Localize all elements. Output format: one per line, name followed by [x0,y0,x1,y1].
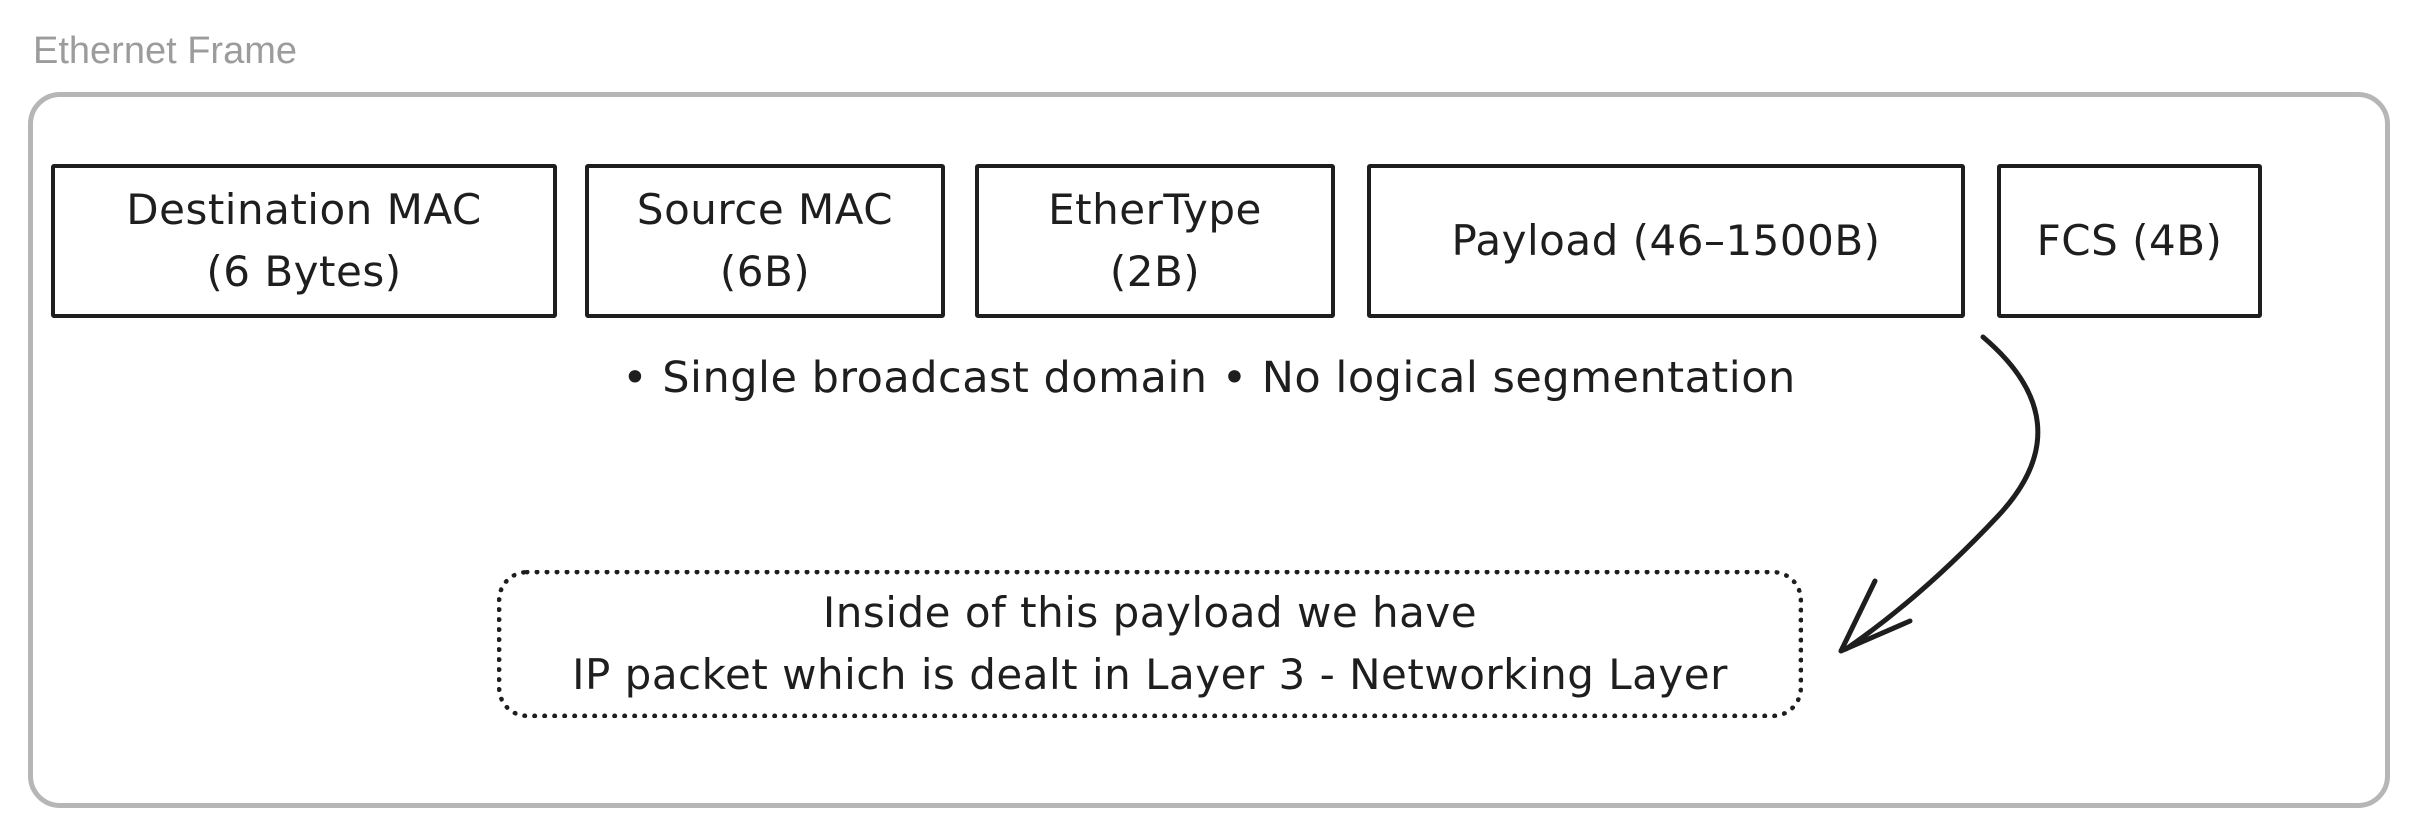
field-source-mac: Source MAC (6B) [585,164,945,318]
field-size-label: (6B) [719,247,811,296]
field-destination-mac: Destination MAC (6 Bytes) [51,164,557,318]
field-size-label: (2B) [1109,247,1201,296]
field-size-label: (6 Bytes) [206,247,402,296]
field-label: Payload (46–1500B) [1451,216,1881,265]
field-label: EtherType [1048,185,1262,234]
field-fcs: FCS (4B) [1997,164,2262,318]
field-label: FCS (4B) [2036,216,2223,265]
payload-note-line1: Inside of this payload we have [822,588,1478,637]
field-label: Destination MAC [126,185,482,234]
payload-note-box: Inside of this payload we have IP packet… [497,570,1803,718]
field-label: Source MAC [636,185,894,234]
payload-note-line2: IP packet which is dealt in Layer 3 - Ne… [572,650,1728,699]
broadcast-domain-note: • Single broadcast domain • No logical s… [622,353,1796,403]
diagram-title: Ethernet Frame [33,30,297,72]
field-payload: Payload (46–1500B) [1367,164,1965,318]
field-ethertype: EtherType (2B) [975,164,1335,318]
